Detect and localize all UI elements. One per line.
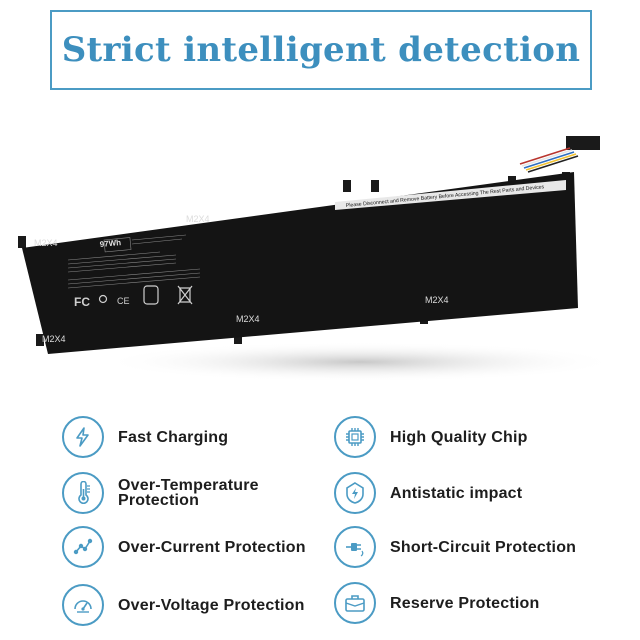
thermometer-icon [78,481,90,504]
battery-body [22,172,578,354]
battery-connector [519,136,600,173]
feature-over-current: Over-Current Protection [62,524,306,570]
title-banner: Strict intelligent detection [50,10,592,90]
chip-icon [346,428,364,446]
screw-label: M2X4 [42,334,66,344]
feature-label: Over-Current Protection [118,538,306,556]
screw-label: M2X4 [425,295,449,305]
feature-label: Antistatic impact [390,484,523,502]
feature-short-circuit: Short-Circuit Protection [334,524,576,570]
briefcase-icon [345,595,365,612]
feature-label: Reserve Protection [390,594,540,612]
network-nodes-icon [73,538,93,555]
shield-bolt-icon [346,482,364,504]
screw-label: M2X4 [34,238,58,248]
feature-label: Over-Temperature [118,477,259,494]
warning-strip [335,180,566,210]
feature-antistatic: Antistatic impact [334,470,522,516]
feature-label: Short-Circuit Protection [390,538,577,556]
battery-illustration: Please Disconnect and Remove Battery Bef… [18,136,620,382]
lightning-icon [76,427,89,447]
svg-text:CE: CE [117,296,130,306]
svg-text:FC: FC [74,295,90,309]
plug-icon [346,543,364,557]
battery-shadow [100,342,620,382]
gauge-icon [74,600,92,613]
battery-spec-label: 97Wh [67,234,201,289]
feature-reserve: Reserve Protection [334,580,539,626]
feature-label-line2: Protection [118,492,200,509]
capacity-text: 97Wh [99,238,121,249]
feature-label: Fast Charging [118,428,229,446]
feature-over-temperature: Over-Temperature Protection [62,470,259,516]
compliance-marks: FC CE [74,285,193,309]
feature-over-voltage: Over-Voltage Protection [62,582,305,628]
screw-label: M2X4 [186,214,210,224]
feature-high-quality-chip: High Quality Chip [334,414,528,460]
screw-label: M2X4 [236,314,260,324]
feature-label: Over-Voltage Protection [118,596,305,614]
feature-label: High Quality Chip [390,428,528,446]
page-title: Strict intelligent detection [61,30,581,70]
battery-image: Please Disconnect and Remove Battery Bef… [0,100,640,400]
feature-fast-charging: Fast Charging [62,414,228,460]
